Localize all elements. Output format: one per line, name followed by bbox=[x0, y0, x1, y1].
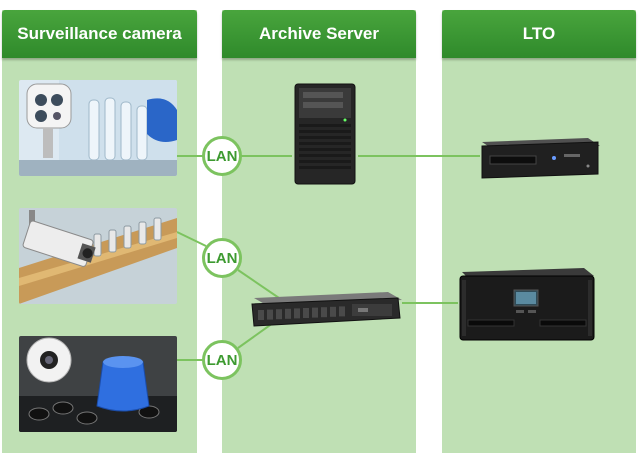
archive-server-column: Archive Server bbox=[222, 10, 416, 453]
lan-badge-2: LAN bbox=[202, 238, 242, 278]
tower-server-icon bbox=[294, 83, 356, 185]
rack-server-icon bbox=[251, 292, 402, 327]
surveillance-camera-header: Surveillance camera bbox=[2, 10, 197, 58]
camera-photo-bottling bbox=[19, 80, 177, 176]
lto-tape-drive-icon bbox=[481, 138, 600, 179]
lto-tape-library-icon bbox=[459, 268, 595, 341]
lan-badge-1: LAN bbox=[202, 136, 242, 176]
lto-header: LTO bbox=[442, 10, 636, 58]
lan-badge-3: LAN bbox=[202, 340, 242, 380]
camera-photo-parts bbox=[19, 336, 177, 432]
camera-photo-conveyor bbox=[19, 208, 177, 304]
lto-column: LTO bbox=[442, 10, 636, 453]
archive-server-header: Archive Server bbox=[222, 10, 416, 58]
